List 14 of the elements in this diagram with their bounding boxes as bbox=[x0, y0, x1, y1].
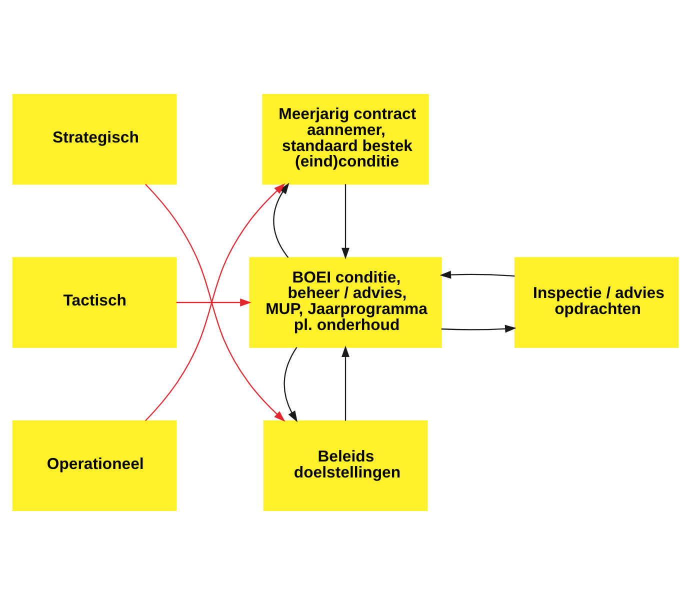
arrow bbox=[284, 346, 298, 422]
arrow bbox=[342, 184, 350, 259]
node-box: Strategisch bbox=[12, 93, 177, 184]
arrow bbox=[441, 324, 516, 332]
node-box: Inspectie / advies opdrachten bbox=[514, 256, 679, 348]
node-box: Meerjarig contract aannemer, standaard bestek (eind)conditie bbox=[262, 93, 429, 184]
node-box: Tactisch bbox=[12, 256, 177, 348]
node-box: Operationeel bbox=[12, 420, 177, 511]
arrow bbox=[440, 270, 515, 278]
node-box: BOEI conditie, beheer / advies, MUP, Jaarprogramma pl. onderhoud bbox=[249, 256, 442, 348]
node-box: Beleids doelstellingen bbox=[263, 420, 428, 511]
arrow bbox=[176, 298, 252, 306]
arrow bbox=[273, 182, 290, 258]
arrow bbox=[342, 345, 350, 420]
